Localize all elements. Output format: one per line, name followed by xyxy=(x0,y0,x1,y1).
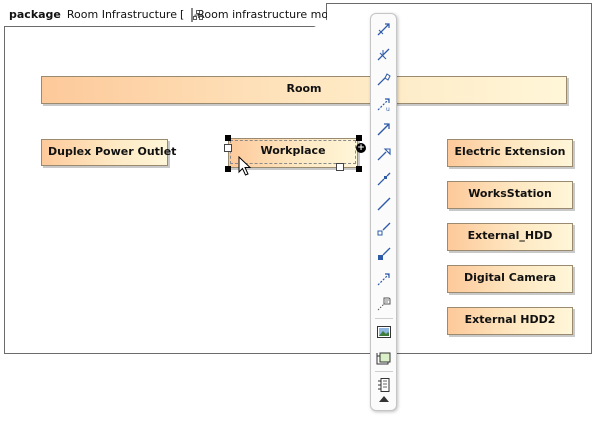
smart-manipulator-toolbar: u xyxy=(370,13,397,411)
aggregation-tool-icon[interactable] xyxy=(374,69,394,89)
package-frame xyxy=(4,3,592,354)
composition-tool-icon[interactable] xyxy=(374,169,394,189)
resize-handle-bottom-right[interactable] xyxy=(356,166,362,172)
block-external-hdd2[interactable]: External HDD2 xyxy=(447,307,573,335)
block-duplex-power-outlet-label: Duplex Power Outlet xyxy=(48,145,177,158)
directed-aggregation-tool-icon[interactable] xyxy=(374,219,394,239)
resize-handle-bottom-left[interactable] xyxy=(225,166,231,172)
toolbar-separator xyxy=(375,318,393,319)
resize-handle-top-right[interactable] xyxy=(356,135,362,141)
block-digital-camera[interactable]: Digital Camera xyxy=(447,265,573,293)
block-external-hdd-label: External_HDD xyxy=(467,229,553,242)
class-diagram-icon xyxy=(191,7,204,22)
block-works-station-label: WorksStation xyxy=(468,187,552,200)
usage-tool-icon[interactable] xyxy=(374,269,394,289)
resize-grip-icon[interactable] xyxy=(336,163,344,171)
anchor-note-tool-icon[interactable] xyxy=(374,294,394,314)
block-workplace-label: Workplace xyxy=(260,144,326,157)
block-external-hdd[interactable]: External_HDD xyxy=(447,223,573,251)
mouse-cursor-icon xyxy=(238,156,252,176)
dependency-tool-icon[interactable]: u xyxy=(374,94,394,114)
directed-composition-tool-icon[interactable] xyxy=(374,119,394,139)
frame-open-bracket: [ xyxy=(179,8,185,21)
frame-keyword: package xyxy=(9,8,61,21)
block-works-station[interactable]: WorksStation xyxy=(447,181,573,209)
block-electric-extension-label: Electric Extension xyxy=(454,145,566,158)
collapse-toolbar-icon[interactable] xyxy=(374,389,394,409)
svg-text:u: u xyxy=(386,106,390,112)
block-electric-extension[interactable]: Electric Extension xyxy=(447,139,573,167)
frame-package-name: Room Infrastructure xyxy=(66,8,177,21)
resize-handle-top-left[interactable] xyxy=(225,135,231,141)
association-tool-icon[interactable] xyxy=(374,19,394,39)
block-duplex-power-outlet[interactable]: Duplex Power Outlet xyxy=(41,139,176,166)
part-tool-icon[interactable] xyxy=(374,348,394,368)
directed-association-tool-icon[interactable] xyxy=(374,44,394,64)
directed-composition-end-tool-icon[interactable] xyxy=(374,244,394,264)
block-room-label: Room xyxy=(286,82,322,95)
toolbar-separator xyxy=(375,371,393,372)
package-frame-header[interactable]: package Room Infrastructure [ Room infra… xyxy=(4,3,327,27)
compartment-toggle-icon[interactable] xyxy=(224,144,232,152)
generalization-tool-icon[interactable] xyxy=(374,144,394,164)
add-element-icon[interactable]: + xyxy=(356,143,366,153)
block-room[interactable]: Room xyxy=(41,76,567,104)
line-tool-icon[interactable] xyxy=(374,194,394,214)
block-digital-camera-label: Digital Camera xyxy=(463,271,557,284)
port-tool-icon[interactable] xyxy=(374,375,394,395)
block-external-hdd2-label: External HDD2 xyxy=(464,313,556,326)
frame-diagram-name: Room infrastructure model xyxy=(197,8,345,21)
image-tool-icon[interactable] xyxy=(374,322,394,342)
